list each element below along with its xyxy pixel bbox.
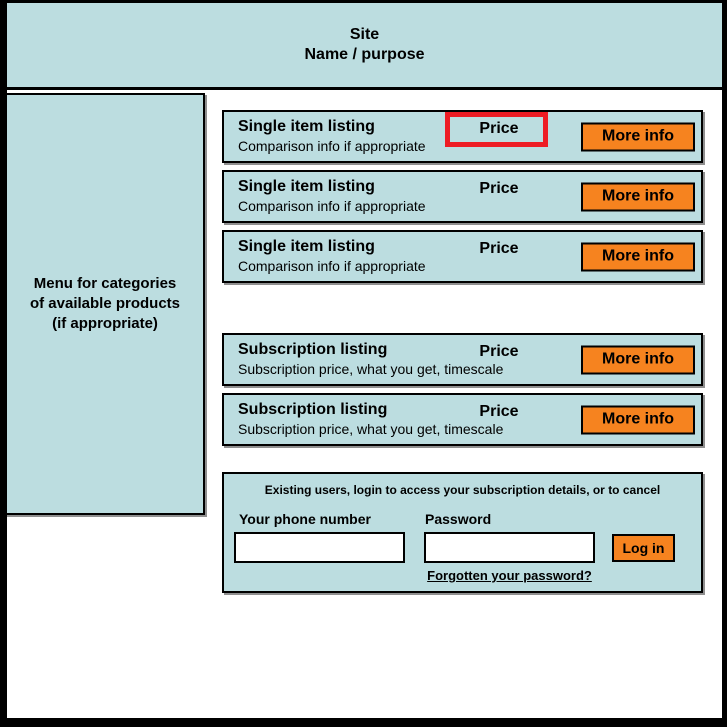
category-menu-label-line3: (if appropriate) (52, 315, 158, 332)
listing-title: Subscription listing (238, 401, 388, 418)
site-subtitle: Name / purpose (304, 46, 425, 63)
single-item-listing-row: Single item listing Comparison info if a… (222, 110, 703, 163)
site-header: Site Name / purpose (7, 3, 722, 90)
listing-subtitle: Comparison info if appropriate (238, 198, 426, 214)
listing-title: Single item listing (238, 238, 375, 255)
single-item-listing-row: Single item listing Comparison info if a… (222, 230, 703, 283)
category-menu-label-line2: of available products (29, 295, 181, 312)
listing-title: Single item listing (238, 178, 375, 195)
page-canvas: Site Name / purpose Menu for categories … (7, 3, 722, 718)
listing-price: Price (479, 240, 519, 257)
more-info-button[interactable]: More info (581, 405, 695, 434)
listing-text-block: Single item listing Comparison info if a… (238, 237, 426, 275)
listing-subtitle: Comparison info if appropriate (238, 258, 426, 274)
listing-subtitle: Subscription price, what you get, timesc… (238, 361, 504, 377)
listing-price: Price (479, 180, 519, 197)
listing-price: Price (479, 403, 519, 420)
forgot-password-link[interactable]: Forgotten your password? (427, 568, 592, 583)
more-info-button[interactable]: More info (581, 242, 695, 271)
category-menu-label-line1: Menu for categories (33, 275, 177, 292)
listing-subtitle: Subscription price, what you get, timesc… (238, 421, 504, 437)
password-input[interactable] (424, 532, 595, 563)
subscription-listing-row: Subscription listing Subscription price,… (222, 333, 703, 386)
phone-label: Your phone number (239, 511, 371, 527)
listing-title: Subscription listing (238, 341, 388, 358)
listing-text-block: Single item listing Comparison info if a… (238, 177, 426, 215)
site-title: Site (349, 26, 380, 43)
category-menu-panel[interactable]: Menu for categories of available product… (7, 93, 205, 515)
login-panel: Existing users, login to access your sub… (222, 472, 703, 593)
single-item-listing-row: Single item listing Comparison info if a… (222, 170, 703, 223)
more-info-button[interactable]: More info (581, 122, 695, 151)
listing-text-block: Subscription listing Subscription price,… (238, 340, 503, 378)
listing-price: Price (479, 343, 519, 360)
listing-text-block: Single item listing Comparison info if a… (238, 117, 426, 155)
login-heading: Existing users, login to access your sub… (264, 483, 661, 497)
phone-input[interactable] (234, 532, 405, 563)
listing-price: Price (479, 120, 519, 137)
listing-subtitle: Comparison info if appropriate (238, 138, 426, 154)
more-info-button[interactable]: More info (581, 182, 695, 211)
more-info-button[interactable]: More info (581, 345, 695, 374)
subscription-listing-row: Subscription listing Subscription price,… (222, 393, 703, 446)
password-label: Password (425, 511, 492, 527)
login-button[interactable]: Log in (612, 534, 675, 562)
listing-text-block: Subscription listing Subscription price,… (238, 400, 503, 438)
listing-title: Single item listing (238, 118, 375, 135)
